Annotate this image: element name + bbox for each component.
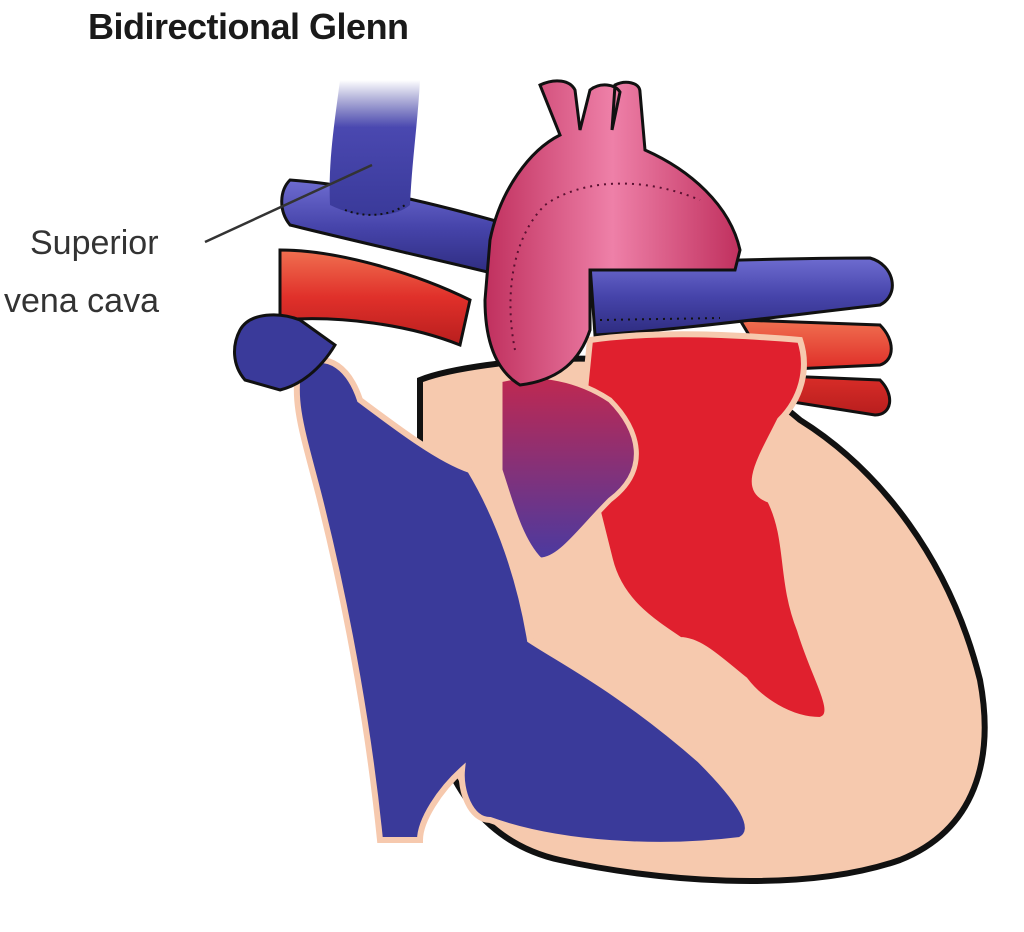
label-leader-line bbox=[204, 163, 373, 244]
superior-vena-cava bbox=[329, 80, 420, 216]
aorta bbox=[483, 79, 742, 387]
suture-line bbox=[344, 204, 406, 216]
svc-stump bbox=[233, 313, 337, 392]
left-pulmonary-vein bbox=[278, 248, 472, 348]
diagram-title: Bidirectional Glenn bbox=[88, 6, 409, 47]
svc-label-line1: Superior bbox=[30, 224, 159, 262]
left-heart-chambers bbox=[576, 331, 831, 724]
svc-label-line2: vena cava bbox=[4, 282, 159, 320]
right-atrium bbox=[293, 357, 751, 848]
outflow-tract bbox=[497, 373, 639, 563]
